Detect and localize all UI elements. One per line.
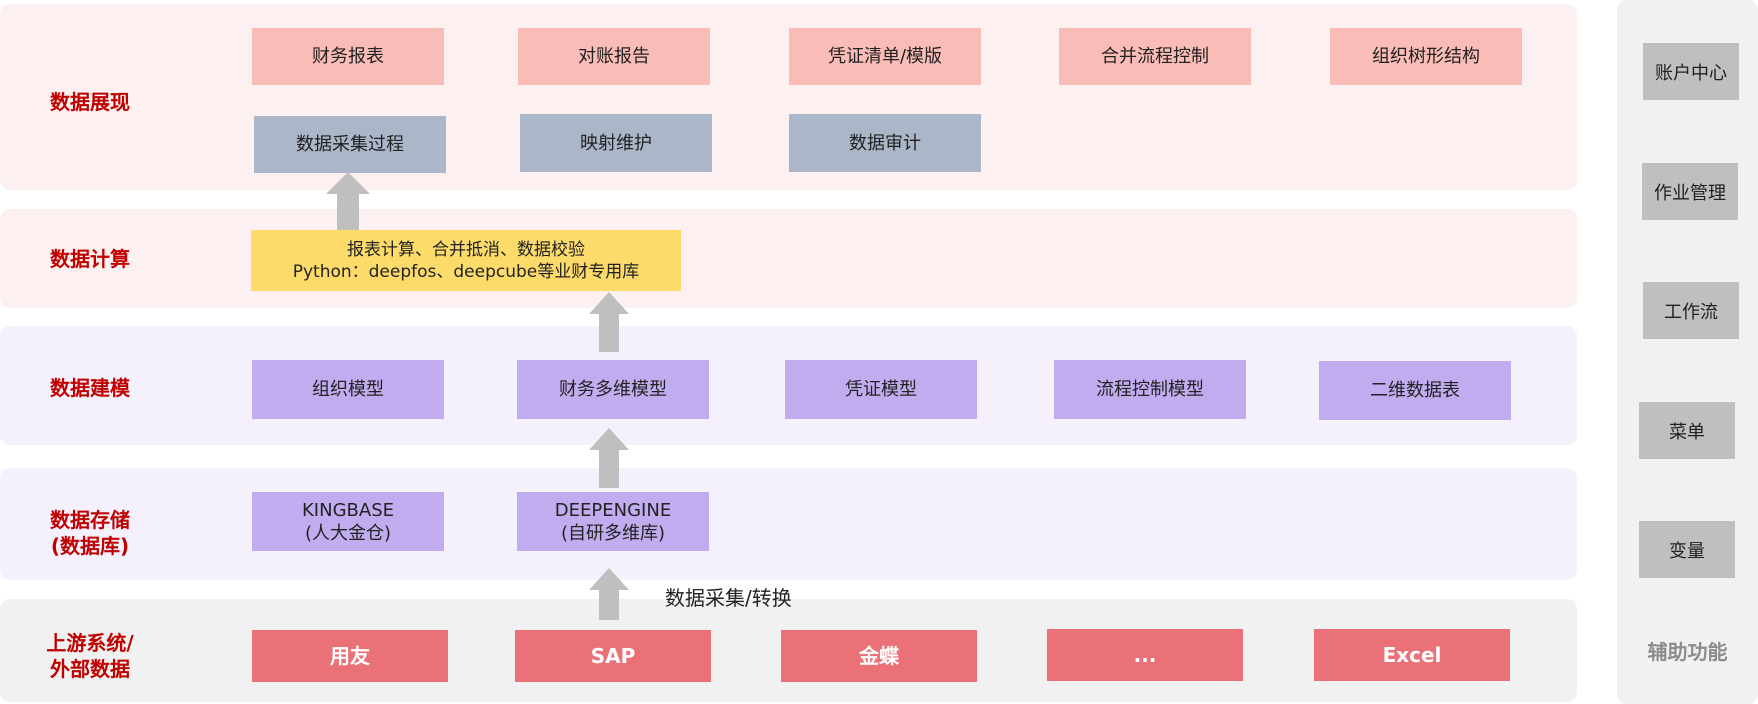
presentation-item[interactable]: 对账报告: [518, 28, 710, 85]
side-item-menu[interactable]: 菜单: [1639, 402, 1735, 459]
storage-sub: (自研多维库): [560, 522, 666, 544]
band-compute: [0, 209, 1577, 308]
source-item[interactable]: 金蝶: [781, 630, 977, 682]
arrow-up-icon: [589, 428, 629, 488]
model-item[interactable]: 财务多维模型: [517, 360, 709, 419]
side-item-workflow[interactable]: 工作流: [1643, 282, 1739, 339]
layer-label-presentation: 数据展现: [50, 90, 130, 114]
compute-line1: 报表计算、合并抵消、数据校验: [347, 239, 585, 260]
storage-item[interactable]: KINGBASE (人大金仓): [252, 492, 444, 551]
process-item[interactable]: 数据审计: [789, 114, 981, 172]
compute-box[interactable]: 报表计算、合并抵消、数据校验 Python：deepfos、deepcube等业…: [251, 230, 681, 291]
storage-name: KINGBASE: [302, 499, 394, 521]
model-item[interactable]: 流程控制模型: [1054, 360, 1246, 419]
layer-label-sources: 上游系统/ 外部数据: [0, 630, 180, 682]
compute-line2: Python：deepfos、deepcube等业财专用库: [292, 261, 640, 282]
side-item-variables[interactable]: 变量: [1639, 521, 1735, 578]
source-item[interactable]: Excel: [1314, 629, 1510, 681]
side-item-job-management[interactable]: 作业管理: [1642, 163, 1738, 220]
model-item[interactable]: 组织模型: [252, 360, 444, 419]
arrow-up-icon: [589, 568, 629, 620]
side-panel-title: 辅助功能: [1647, 640, 1728, 664]
layer-label-storage: 数据存储 (数据库): [0, 507, 180, 559]
source-item[interactable]: SAP: [515, 630, 711, 682]
presentation-item[interactable]: 财务报表: [252, 28, 444, 85]
presentation-item[interactable]: 组织树形结构: [1330, 28, 1522, 85]
layer-label-storage-line2: (数据库): [50, 534, 130, 558]
storage-name: DEEPENGINE: [554, 499, 672, 521]
arrow-up-icon: [589, 292, 629, 352]
band-storage: [0, 468, 1577, 580]
arrow-up-icon: [326, 172, 370, 230]
layer-label-sources-line1: 上游系统/: [46, 631, 134, 655]
layer-label-storage-line1: 数据存储: [50, 508, 130, 532]
presentation-item[interactable]: 合并流程控制: [1059, 28, 1251, 85]
storage-sub: (人大金仓): [304, 522, 392, 544]
layer-label-modeling: 数据建模: [50, 376, 130, 400]
presentation-item[interactable]: 凭证清单/模版: [789, 28, 981, 85]
layer-label-compute: 数据计算: [50, 247, 130, 271]
process-item[interactable]: 数据采集过程: [254, 116, 446, 173]
source-item[interactable]: 用友: [252, 630, 448, 682]
model-item[interactable]: 二维数据表: [1319, 361, 1511, 420]
layer-label-sources-line2: 外部数据: [50, 657, 130, 681]
side-item-account-center[interactable]: 账户中心: [1643, 43, 1739, 100]
model-item[interactable]: 凭证模型: [785, 360, 977, 419]
side-panel: [1617, 0, 1758, 704]
storage-item[interactable]: DEEPENGINE (自研多维库): [517, 492, 709, 551]
process-item[interactable]: 映射维护: [520, 114, 712, 172]
flow-note: 数据采集/转换: [665, 586, 792, 610]
source-item[interactable]: ...: [1047, 629, 1243, 681]
